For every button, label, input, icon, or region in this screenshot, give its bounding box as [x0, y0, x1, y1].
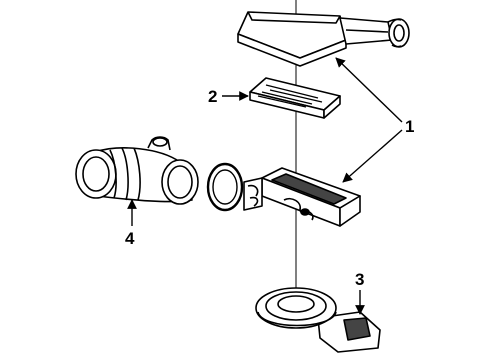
- sensor-bracket-assembly: [255, 287, 381, 353]
- leader-1-to-housing: [342, 129, 403, 183]
- callout-1: 1: [405, 117, 414, 136]
- air-cleaner-cover: [237, 11, 410, 67]
- leader-lines: [127, 57, 403, 315]
- callout-2: 2: [208, 87, 217, 106]
- gasket-ring: [206, 162, 244, 212]
- air-cleaner-housing: [243, 167, 361, 227]
- callout-4: 4: [125, 229, 135, 248]
- intake-duct: [75, 136, 199, 205]
- air-filter-element: [249, 77, 341, 119]
- callout-3: 3: [355, 270, 364, 289]
- leader-1-to-cover: [335, 57, 403, 123]
